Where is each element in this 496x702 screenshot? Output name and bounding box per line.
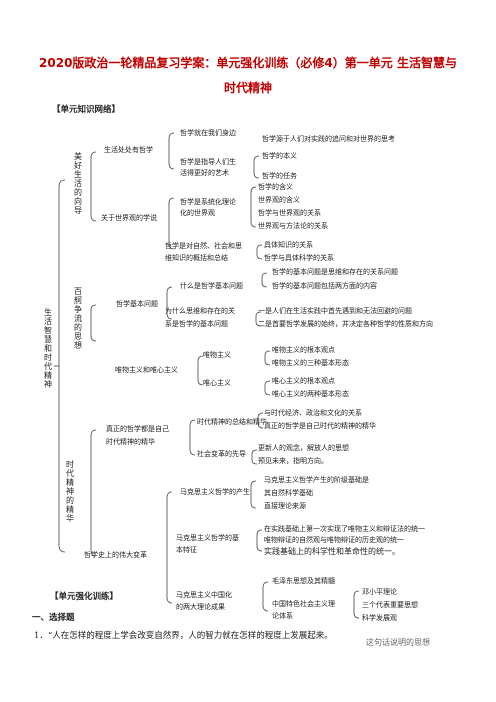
leaf-mao-thought: 毛泽东思想及其精髓: [272, 577, 335, 585]
leaf-thinking-being-relation: 哲学的基本问题是思维和存在的关系问题: [272, 268, 398, 276]
leaf-science-basis: 其自然科学基础: [264, 489, 313, 497]
bracket-b3: [90, 429, 97, 557]
node-philosophy-everywhere: 生活处处有哲学: [104, 146, 153, 154]
part-multiple-choice: 一、选择题: [32, 613, 75, 623]
node-true-philosophy-1: 真正的哲学都是自己: [106, 425, 169, 433]
node-social-change-guide: 社会变革的先导: [197, 450, 246, 458]
leaf-foresee-future: 预见未来，指明方向。: [258, 457, 328, 465]
bracket-n2a: [250, 186, 257, 228]
node-idealism: 唯心主义: [203, 379, 231, 387]
bracket-n6b: [256, 529, 263, 552]
leaf-philosophy-meaning: 哲学的本义: [262, 152, 297, 160]
leaf-idealism-view: 唯心主义的根本观点: [272, 377, 335, 385]
bracket-b1: [90, 151, 97, 222]
branch-good-life-guide: 美好生活的向导: [74, 152, 82, 215]
bracket-n6c: [262, 581, 269, 612]
leaf-class-basis: 马克思主义哲学产生的阶级基础是: [264, 476, 369, 484]
leaf-philosophy-origin: 哲学源于人们对实践的追问和对世界的思考: [262, 135, 395, 143]
root-node: 生活智慧和时代精神: [44, 308, 52, 389]
node-sinicization-2: 的两大理论成果: [176, 603, 225, 611]
node-marxism-features-1: 马克思主义哲学的基: [176, 534, 239, 542]
leaf-unity-materialism-dialectics: 在实践基础上第一次实现了唯物主义和辩证法的统一: [264, 525, 425, 533]
bracket-n5a: [257, 412, 264, 429]
leaf-scientific-development: 科学发展观: [362, 614, 397, 622]
leaf-worldview-methodology-relation: 世界观与方法论的关系: [258, 222, 328, 230]
leaf-reason-second: 二是首要哲学发展的始终，并决定各种哲学的性质和方向: [258, 320, 433, 328]
bracket-n6c-sub: [353, 590, 360, 619]
node-great-revolution: 哲学史上的伟大变革: [84, 551, 147, 559]
leaf-materialism-view: 唯物主义的根本观点: [272, 346, 335, 354]
bracket-n3b: [255, 311, 262, 327]
section-unit-training: 【单元强化训练】: [50, 592, 119, 602]
leaf-three-represents: 三个代表重要思想: [362, 601, 418, 609]
leaf-two-aspects: 哲学的基本问题包括两方面的内容: [272, 282, 377, 290]
node-marxism-features-2: 本特征: [176, 546, 197, 554]
node-generalization-1: 哲学是对自然、社会和思: [165, 242, 242, 250]
branch-hundred-schools: 百舸争流的思想: [74, 287, 82, 350]
node-materialism: 唯物主义: [203, 351, 231, 359]
bracket-n2: [168, 197, 175, 250]
leaf-renew-ideas: 更新人的观念，解放人的思想: [258, 444, 349, 452]
leaf-philosophy-worldview-relation: 哲学与世界观的关系: [258, 209, 321, 217]
leaf-philosophy-science-relation: 哲学与具体科学的关系: [264, 254, 334, 262]
node-true-philosophy-2: 时代精神的精华: [106, 438, 155, 446]
question-1-tail: 这句话说明的思想: [366, 638, 430, 647]
question-1: 1．“人在怎样的程度上学会改变自然界，人的智力就在怎样的程度上发展起来。: [34, 631, 333, 641]
node-philosophy-around-us: 哲学就在我们身边: [180, 129, 236, 137]
leaf-spirit-essence: 真正的哲学是自己时代的精神的精华: [264, 422, 376, 430]
leaf-idealism-forms: 唯心主义的两种基本形态: [272, 390, 349, 398]
node-generalization-2: 维知识的概括和总结: [165, 254, 228, 262]
node-what-is-basic-question: 什么是哲学基本问题: [180, 282, 243, 290]
bracket-n3a: [261, 272, 268, 288]
node-why-basic-question-1: 为什么思维和存在的关: [165, 307, 235, 315]
node-systematic-worldview-1: 哲学是系统化理论: [180, 198, 236, 206]
leaf-socialism-theory-2: 论体系: [272, 612, 293, 620]
bracket-n4: [197, 355, 204, 386]
leaf-worldview-definition: 世界观的含义: [258, 196, 300, 204]
leaf-theory-source: 直接理论来源: [264, 502, 306, 510]
node-spirit-summary: 时代精神的总结和精华: [197, 418, 267, 426]
node-basic-question: 哲学基本问题: [116, 300, 158, 308]
node-marxism-origin: 马克思主义哲学的产生: [180, 488, 250, 496]
bracket-n6a: [250, 480, 257, 509]
leaf-deng-theory: 邓小平理论: [362, 588, 397, 596]
section-knowledge-network: 【单元知识网络】: [52, 105, 121, 115]
bracket-n1b: [253, 155, 260, 179]
bracket-n5: [189, 419, 196, 456]
leaf-unity-nature-history: 唯物辩证的自然观与唯物辩证的历史观的统一: [264, 536, 404, 544]
node-sinicization-1: 马克思主义中国化: [176, 591, 232, 599]
bracket-n6: [166, 491, 173, 604]
document-title-line2: 时代精神: [223, 81, 272, 95]
node-systematic-worldview-2: 化的世界观: [180, 209, 215, 217]
bracket-n4a: [264, 350, 271, 366]
bracket-n1: [168, 132, 175, 170]
leaf-economy-politics-culture: 与时代经济、政治和文化的关系: [264, 409, 362, 417]
leaf-philosophy-task: 哲学的任务: [262, 172, 297, 180]
leaf-specific-knowledge: 具体知识的关系: [264, 241, 313, 249]
branch-spirit-of-times: 时代精神的精华: [66, 460, 74, 523]
leaf-reason-first: 一是人们在生活实践中首先遇到和无法回避的问题: [258, 307, 412, 315]
bracket-n3: [166, 286, 173, 320]
bracket-b2: [90, 304, 97, 342]
node-materialism-idealism: 唯物主义和唯心主义: [115, 366, 178, 374]
bracket-n4b: [264, 380, 271, 396]
leaf-philosophy-definition: 哲学的含义: [258, 183, 293, 191]
node-why-basic-question-2: 系是哲学的基本问题: [165, 320, 228, 328]
node-philosophy-art-2: 活得更好的艺术: [180, 169, 229, 177]
leaf-socialism-theory-1: 中国特色社会主义理: [272, 600, 335, 608]
leaf-materialism-forms: 唯物主义的三种基本形态: [272, 359, 349, 367]
leaf-unity-science-revolution: 实践基础上的科学性和革命性的统一。: [264, 547, 400, 556]
node-worldview-doctrine: 关于世界观的学说: [101, 214, 157, 222]
bracket-n5b: [251, 449, 258, 465]
node-philosophy-art-1: 哲学是指导人们生: [180, 158, 236, 166]
document-title-line1: 2020版政治一轮精品复习学案：单元强化训练（必修4）第一单元 生活智慧与: [39, 56, 457, 70]
bracket-n2b: [256, 244, 263, 260]
